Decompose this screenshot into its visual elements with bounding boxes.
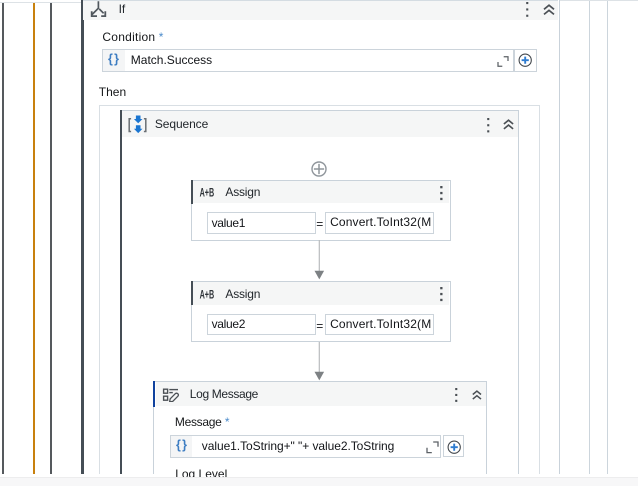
svg-text:A+B: A+B — [200, 188, 215, 200]
svg-text:A+B: A+B — [200, 289, 215, 301]
